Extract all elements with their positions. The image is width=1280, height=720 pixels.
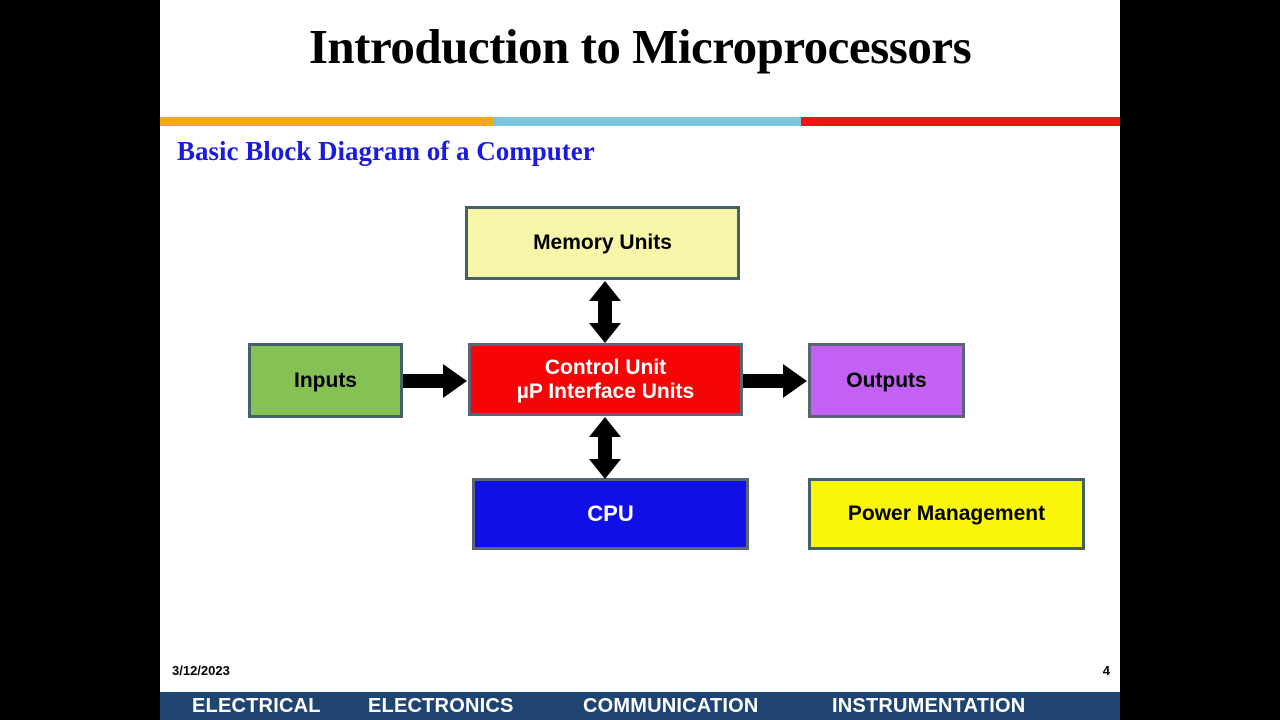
node-outputs: Outputs <box>808 343 965 418</box>
arrow-right-icon <box>743 364 807 398</box>
node-control-unit-label-line1: Control Unit <box>544 355 667 379</box>
footer-department-instrumentation: INSTRUMENTATION <box>832 694 1026 717</box>
arrow-right-icon <box>403 364 467 398</box>
footer-date: 3/12/2023 <box>172 663 230 678</box>
node-control-unit: Control Unit µP Interface Units <box>468 343 743 416</box>
node-outputs-label: Outputs <box>846 368 927 392</box>
footer-page-number: 4 <box>1102 663 1110 678</box>
slide-subtitle: Basic Block Diagram of a Computer <box>177 136 595 166</box>
divider-segment-blue <box>494 117 801 126</box>
tricolor-divider <box>160 117 1120 126</box>
double-arrow-vertical-icon <box>587 281 623 343</box>
node-inputs-label: Inputs <box>294 368 357 392</box>
node-power-management-label: Power Management <box>847 502 1046 526</box>
footer-department-electronics: ELECTRONICS <box>368 694 514 717</box>
slide-canvas: Introduction to Microprocessors Basic Bl… <box>160 0 1120 720</box>
node-inputs: Inputs <box>248 343 403 418</box>
divider-segment-orange <box>160 117 494 126</box>
node-control-unit-label-line2: µP Interface Units <box>516 379 695 407</box>
node-memory-units: Memory Units <box>465 206 740 280</box>
double-arrow-vertical-icon <box>587 417 623 479</box>
block-diagram: Memory Units Inputs Control Unit µP Inte… <box>160 0 1120 640</box>
footer-department-bar: ELECTRICAL ELECTRONICS COMMUNICATION INS… <box>160 692 1120 720</box>
footer-department-communication: COMMUNICATION <box>583 694 759 717</box>
node-cpu-label: CPU <box>587 500 634 526</box>
node-power-management: Power Management <box>808 478 1085 550</box>
divider-segment-red <box>801 117 1120 126</box>
page-title: Introduction to Microprocessors <box>308 19 972 74</box>
footer-department-electrical: ELECTRICAL <box>192 694 321 717</box>
node-cpu: CPU <box>472 478 749 550</box>
node-memory-units-label: Memory Units <box>533 231 672 255</box>
